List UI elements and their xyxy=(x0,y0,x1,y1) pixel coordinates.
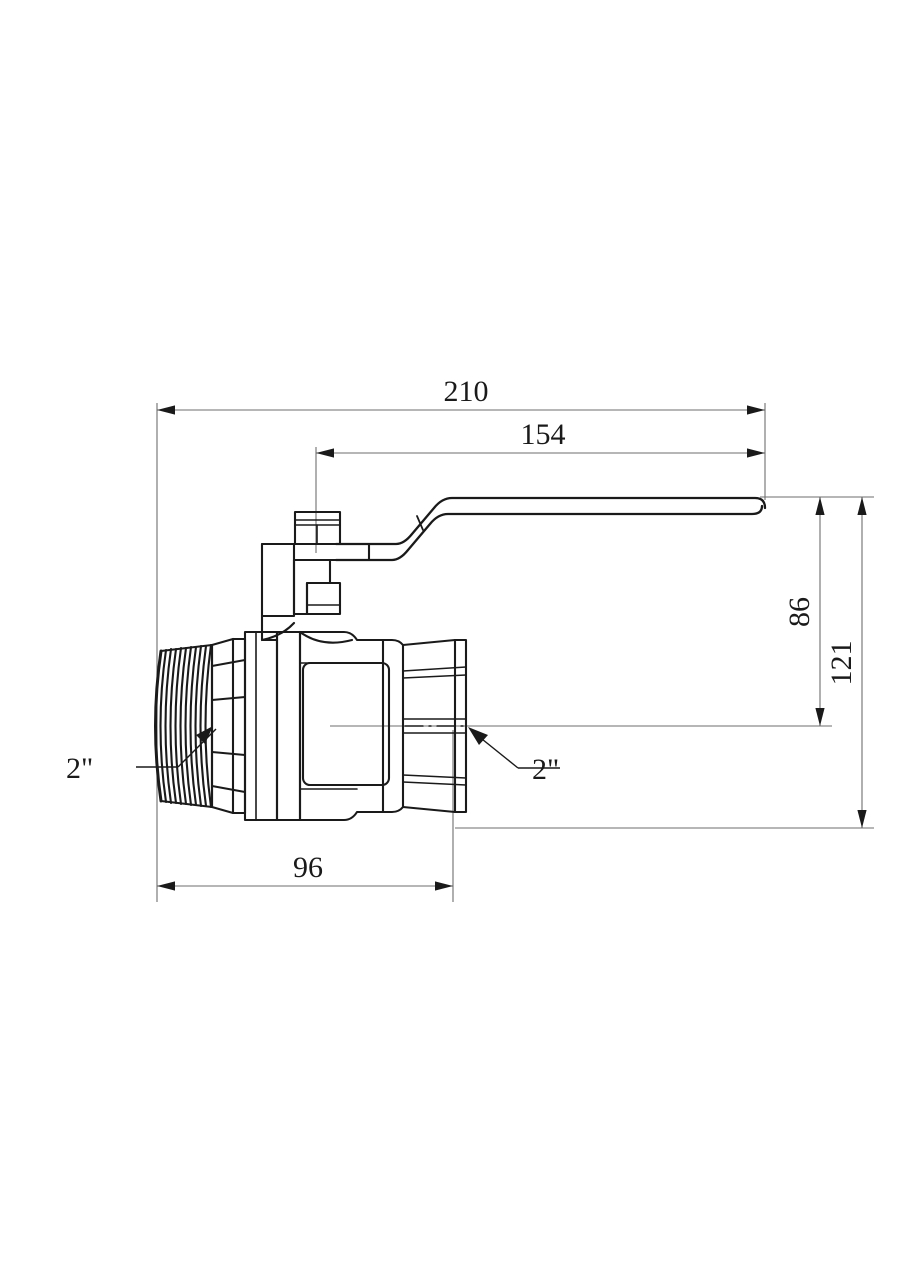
dim-121: 121 xyxy=(825,497,867,828)
dim-96: 96 xyxy=(157,851,453,891)
dim-96-label: 96 xyxy=(293,851,323,884)
valve-assembly xyxy=(154,496,767,822)
dim-86: 86 xyxy=(783,497,825,726)
male-threaded-end xyxy=(154,643,214,809)
hex-nut xyxy=(210,637,247,815)
dim-121-label: 121 xyxy=(825,641,858,686)
callout-female-thread-label: 2" xyxy=(532,753,559,786)
dimension-lines xyxy=(156,403,874,902)
callout-male-thread-label: 2" xyxy=(66,752,93,785)
dim-210: 210 xyxy=(157,375,765,415)
dim-210-label: 210 xyxy=(444,375,489,408)
callout-female-thread: 2" xyxy=(468,727,560,786)
dim-154: 154 xyxy=(316,418,765,458)
stem-nut xyxy=(293,510,342,546)
valve-collar xyxy=(243,630,279,822)
handle-bracket xyxy=(260,542,371,644)
lever-handle xyxy=(334,496,767,562)
dim-154-label: 154 xyxy=(521,418,566,451)
dim-86-label: 86 xyxy=(783,597,816,627)
